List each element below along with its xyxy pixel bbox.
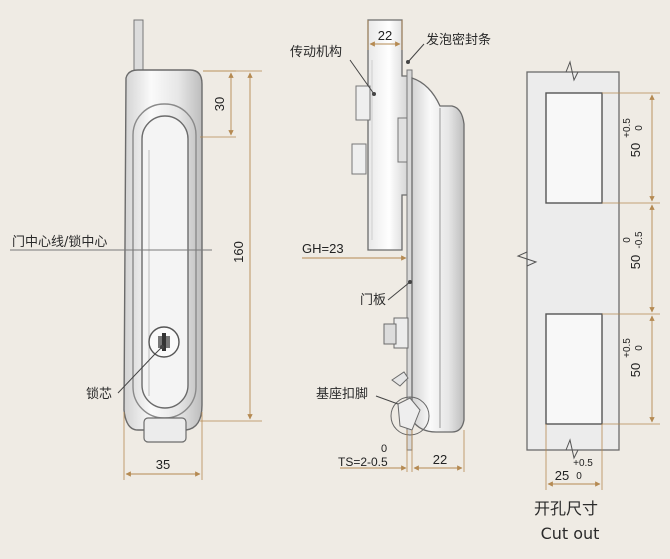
cutout-view: 50 +0.5 0 50 0 -0.5 50 +0.5 0 25 +0.5 0 … <box>516 60 660 543</box>
dim-30-text: 30 <box>212 97 227 111</box>
base-clip-highlight-circle <box>390 396 430 436</box>
lock-core-label: 锁芯 <box>86 386 112 402</box>
side-handle-profile <box>411 77 465 433</box>
door-panel-label: 门板 <box>360 293 386 308</box>
dim-lower-tol-bot: 0 <box>634 345 645 351</box>
dim-upper-tol-bot: 0 <box>634 125 645 131</box>
side-door-panel <box>406 69 413 451</box>
ts-main-text: TS=2-0.5 <box>338 455 388 469</box>
dim-22-top-text: 22 <box>378 28 392 43</box>
front-latch <box>143 417 187 443</box>
dim-35-text: 35 <box>156 457 170 472</box>
dim-width-tol-bot: 0 <box>576 471 582 482</box>
dim-upper-tol-top: +0.5 <box>622 118 633 138</box>
center-line-label: 门中心线/锁中心 <box>12 234 107 250</box>
dim-lower-main: 50 <box>628 363 643 377</box>
foam-label: 发泡密封条 <box>426 32 491 48</box>
side-view: 22 传动机构 发泡密封条 GH=23 门板 基座扣脚 0 TS=2-0.5 2… <box>290 19 491 472</box>
dim-width-main: 25 <box>555 468 569 483</box>
base-clip-label: 基座扣脚 <box>316 386 368 402</box>
drive-label: 传动机构 <box>290 45 342 60</box>
dim-22-bottom-text: 22 <box>433 452 447 467</box>
dim-mid-tol-top: 0 <box>622 237 633 243</box>
side-base-clip <box>391 371 409 387</box>
dim-lower-tol-top: +0.5 <box>622 338 633 358</box>
gh-label: GH=23 <box>302 241 344 256</box>
cutout-title-en: Cut out <box>541 524 600 543</box>
dim-mid-tol-bot: -0.5 <box>634 231 645 249</box>
dim-upper-main: 50 <box>628 143 643 157</box>
lock-core-leader <box>117 346 163 394</box>
cutout-hole-upper <box>545 92 603 204</box>
ts-upper-text: 0 <box>381 443 387 455</box>
cutout-hole-lower <box>545 313 603 425</box>
front-view: 门中心线/锁中心 锁芯 30 160 35 <box>10 19 262 480</box>
dim-mid-main: 50 <box>628 255 643 269</box>
dim-160-text: 160 <box>231 241 246 263</box>
cutout-title-cn: 开孔尺寸 <box>534 499 598 518</box>
front-shaft <box>133 19 144 73</box>
dim-width-tol-top: +0.5 <box>573 458 593 469</box>
